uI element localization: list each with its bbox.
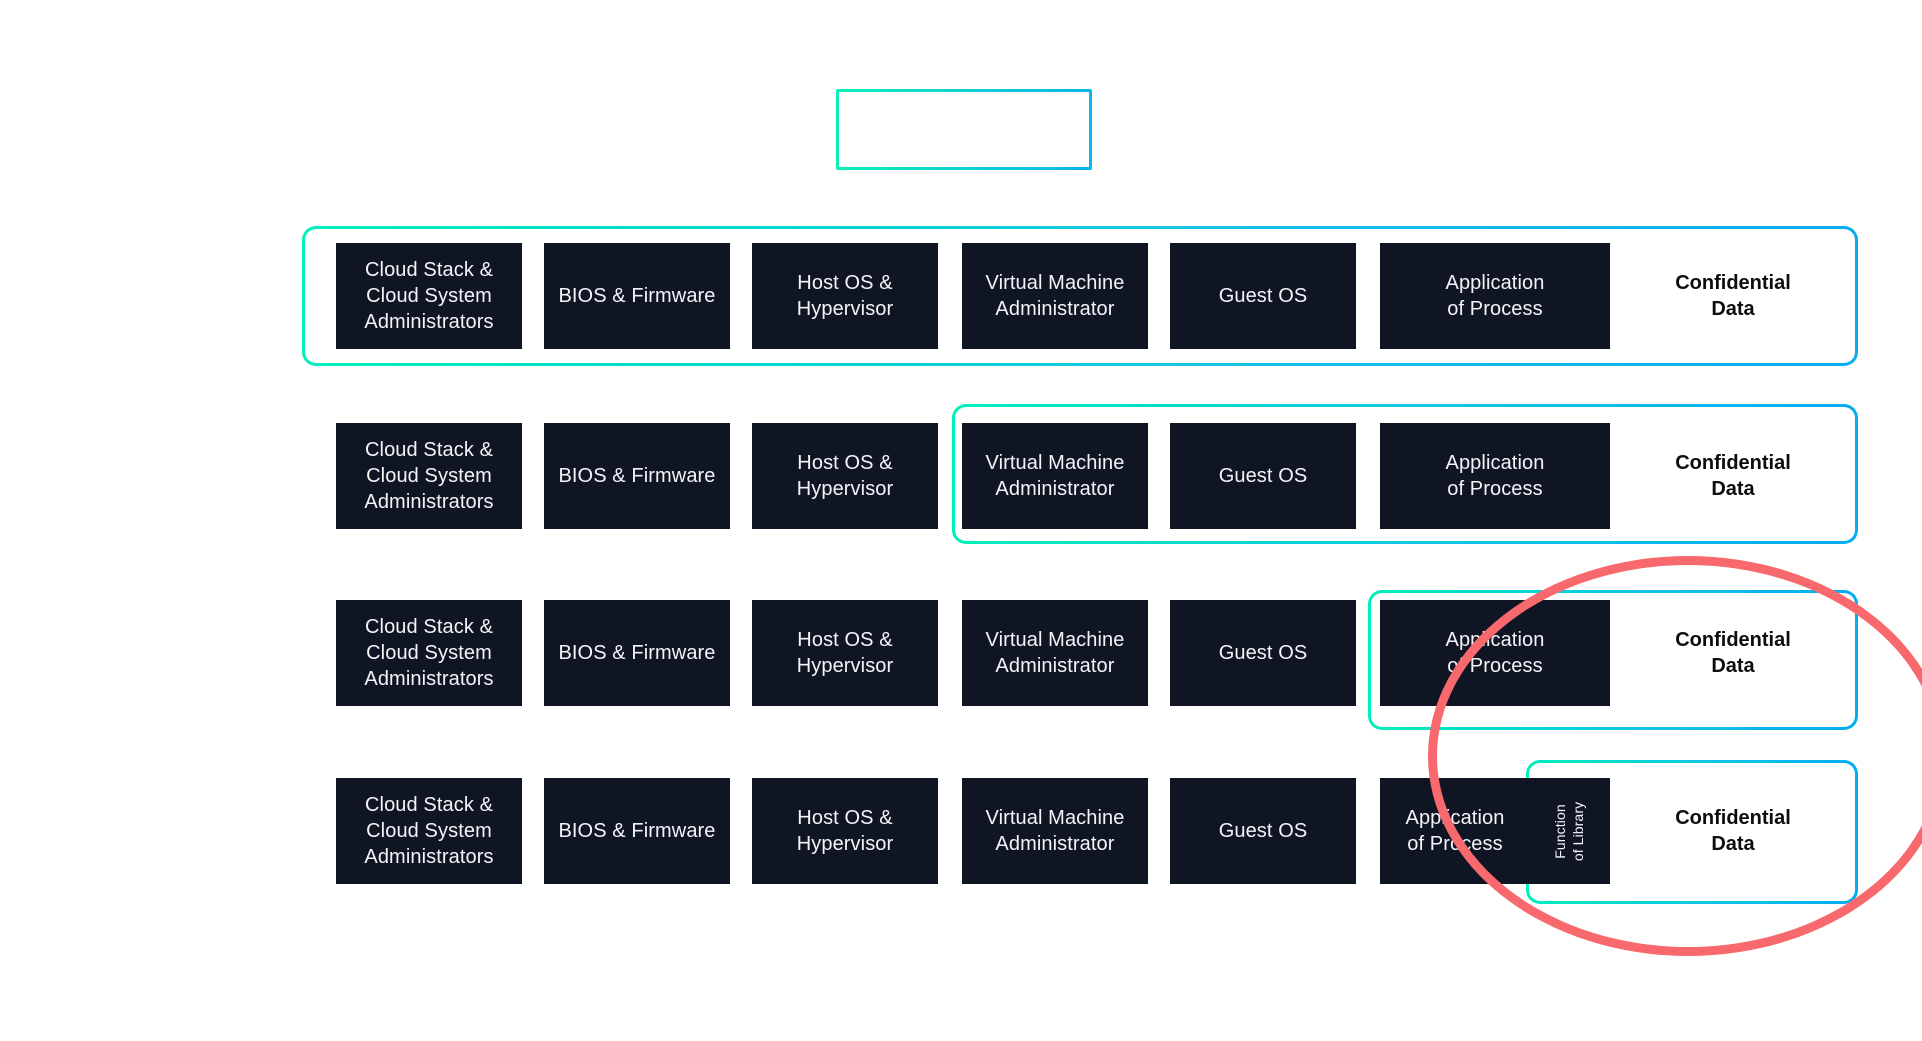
row-1-cell-vm-admin: Virtual Machine Administrator (962, 243, 1148, 349)
row-3-confidential-data: Confidential Data (1675, 629, 1791, 677)
row-4-cell-cloud-admins: Cloud Stack & Cloud System Administrator… (336, 778, 522, 884)
row-4-cell-bios: BIOS & Firmware (544, 778, 730, 884)
row-1-cell-guest-os: Guest OS (1170, 243, 1356, 349)
row-1-cell-cloud-admins: Cloud Stack & Cloud System Administrator… (336, 243, 522, 349)
row-4-cell-app-process: Application of Process (1380, 778, 1530, 884)
row-1-cell-app-process: Application of Process (1380, 243, 1610, 349)
row-3-cell-vm-admin: Virtual Machine Administrator (962, 600, 1148, 706)
row-2-confidential-data: Confidential Data (1675, 452, 1791, 500)
row-2-cell-app-process: Application of Process (1380, 423, 1610, 529)
row-3-cell-guest-os: Guest OS (1170, 600, 1356, 706)
row-2-cell-bios: BIOS & Firmware (544, 423, 730, 529)
row-3-cell-host-os: Host OS & Hypervisor (752, 600, 938, 706)
row-2-cell-guest-os: Guest OS (1170, 423, 1356, 529)
row-3-cell-cloud-admins: Cloud Stack & Cloud System Administrator… (336, 600, 522, 706)
top-callout-box (836, 89, 1092, 170)
row-4-cell-function-of-library: Function of Library (1530, 778, 1610, 884)
row-2-cell-vm-admin: Virtual Machine Administrator (962, 423, 1148, 529)
row-4-confidential-data: Confidential Data (1675, 807, 1791, 855)
row-2-cell-cloud-admins: Cloud Stack & Cloud System Administrator… (336, 423, 522, 529)
row-2-cell-host-os: Host OS & Hypervisor (752, 423, 938, 529)
row-3-cell-app-process: Application of Process (1380, 600, 1610, 706)
row-3-cell-bios: BIOS & Firmware (544, 600, 730, 706)
row-4-cell-guest-os: Guest OS (1170, 778, 1356, 884)
row-1-confidential-data: Confidential Data (1675, 272, 1791, 320)
row-1-cell-host-os: Host OS & Hypervisor (752, 243, 938, 349)
row-4-cell-vm-admin: Virtual Machine Administrator (962, 778, 1148, 884)
row-1-cell-bios: BIOS & Firmware (544, 243, 730, 349)
row-4-cell-host-os: Host OS & Hypervisor (752, 778, 938, 884)
row-4-function-of-library-label: Function of Library (1552, 801, 1586, 861)
